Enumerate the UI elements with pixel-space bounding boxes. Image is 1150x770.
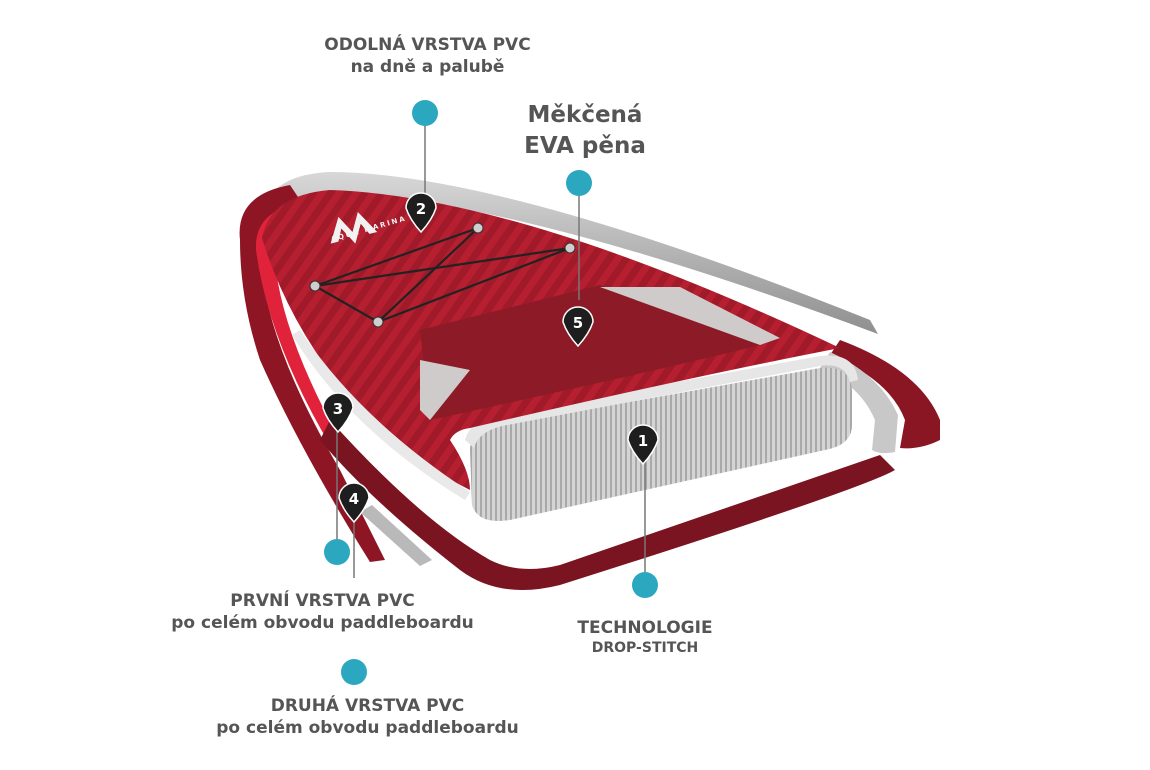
hull-bottom [320, 420, 895, 590]
marker-5-number: 5 [573, 314, 583, 332]
label-pvc-deck: ODOLNÁ VRSTVA PVC na dně a palubě [305, 34, 550, 78]
label-pvc1-line2: po celém obvodu paddleboardu [171, 613, 474, 634]
marker-5: 5 [562, 306, 594, 348]
marker-2-number: 2 [416, 200, 426, 218]
marker-2: 2 [405, 192, 437, 234]
marker-4: 4 [338, 482, 370, 524]
aqua-marina-logo [330, 212, 378, 244]
label-pvc-deck-line2: na dně a palubě [350, 57, 505, 78]
bungee-cords [314, 226, 571, 324]
core-top-rim [465, 355, 858, 448]
label-dropstitch-line2: DROP-STITCH [591, 640, 699, 657]
label-pvc1-line1: PRVNÍ VRSTVA PVC [230, 591, 415, 611]
marker-1: 1 [627, 424, 659, 466]
eva-pad-grey-2 [420, 360, 470, 420]
dot-dropstitch [632, 572, 658, 598]
dot-pvc-deck [412, 100, 438, 126]
label-pvc1: PRVNÍ VRSTVA PVC po celém obvodu paddleb… [150, 590, 495, 634]
eva-pad-grey-1 [600, 287, 780, 345]
bungee-anchors [309, 222, 576, 328]
label-eva-line2: EVA pěna [524, 133, 646, 160]
marker-3-number: 3 [333, 400, 343, 418]
label-eva: Měkčená EVA pěna [510, 100, 660, 162]
inner-red-stripe [255, 205, 340, 445]
label-pvc2-line2: po celém obvodu paddleboardu [216, 718, 519, 739]
outer-pvc-skin [262, 172, 878, 334]
label-pvc2-line1: DRUHÁ VRSTVA PVC [270, 696, 465, 716]
marker-3: 3 [322, 392, 354, 434]
dot-pvc1 [324, 539, 350, 565]
outer-red-layer [239, 185, 385, 562]
dot-pvc2 [341, 659, 367, 685]
drop-stitch-core [470, 367, 852, 521]
marker-1-number: 1 [638, 432, 648, 450]
side-grey-layer [360, 505, 432, 566]
dot-eva [566, 170, 592, 196]
deck-edge-white [292, 330, 470, 500]
label-dropstitch-line1: TECHNOLOGIE [577, 618, 713, 638]
leader-lines [336, 113, 646, 585]
eva-pad [420, 285, 760, 420]
rail-dark-1 [830, 340, 940, 449]
label-eva-line1: Měkčená [527, 102, 643, 128]
label-dropstitch: TECHNOLOGIE DROP-STITCH [555, 617, 735, 657]
callout-dots [324, 100, 658, 685]
label-pvc-deck-line1: ODOLNÁ VRSTVA PVC [324, 35, 531, 55]
label-pvc2: DRUHÁ VRSTVA PVC po celém obvodu paddleb… [195, 695, 540, 739]
marker-4-number: 4 [349, 490, 359, 508]
